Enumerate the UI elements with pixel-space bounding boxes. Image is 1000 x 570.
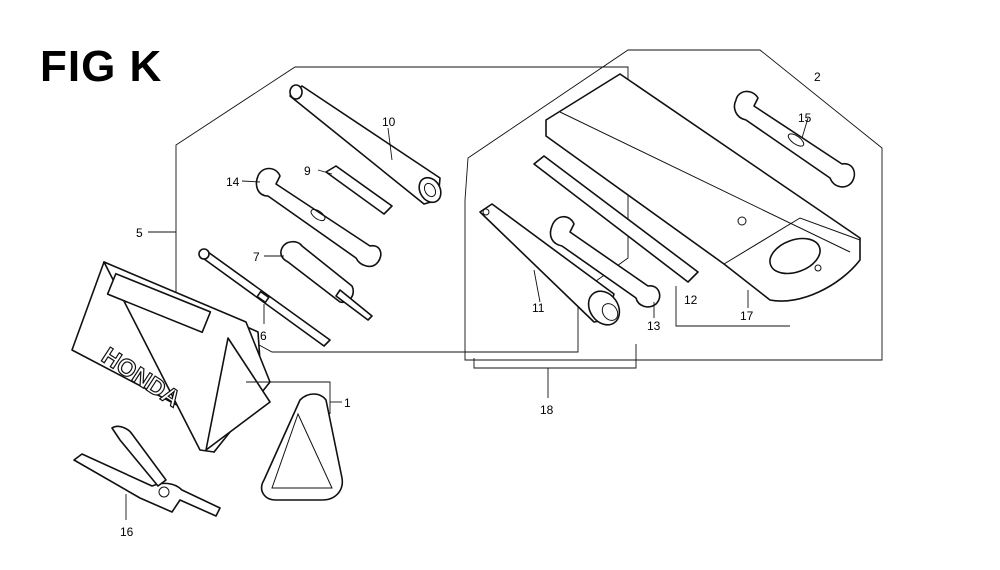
callout-10: 10 [382, 115, 396, 129]
box-wrench-10 [289, 84, 442, 205]
callout-5: 5 [136, 226, 143, 240]
callout-labels: 10 9 14 5 7 6 1 16 11 13 12 17 15 2 18 [120, 70, 821, 539]
wrench-14 [255, 167, 382, 268]
callout-14: 14 [226, 175, 240, 189]
callout-11: 11 [532, 301, 545, 315]
socket-wrench-11 [479, 203, 621, 326]
screwdriver-shaft-6 [198, 248, 331, 347]
wrench-15 [733, 90, 856, 188]
callout-17: 17 [740, 309, 754, 323]
callout-7: 7 [253, 250, 260, 264]
callout-9: 9 [304, 164, 311, 178]
leader-lines [125, 117, 809, 520]
callout-16: 16 [120, 525, 134, 539]
pin-bar-9 [325, 165, 393, 215]
callout-13: 13 [647, 319, 661, 333]
wrench-13 [549, 215, 661, 308]
bag-flap-1 [260, 393, 344, 501]
callout-18: 18 [540, 403, 554, 417]
callout-2: 2 [814, 70, 821, 84]
callout-15: 15 [798, 111, 812, 125]
tool-bag-1: HONDA [71, 261, 271, 453]
rod-12 [533, 155, 699, 283]
figure-title: FIG K [40, 42, 163, 91]
callout-1: 1 [344, 396, 351, 410]
callout-6: 6 [260, 329, 267, 343]
tool-case-17 [545, 73, 861, 302]
callout-12: 12 [684, 293, 698, 307]
kit-group-outline [175, 66, 629, 353]
pliers-16 [73, 425, 221, 517]
case-group-outline [464, 49, 883, 361]
